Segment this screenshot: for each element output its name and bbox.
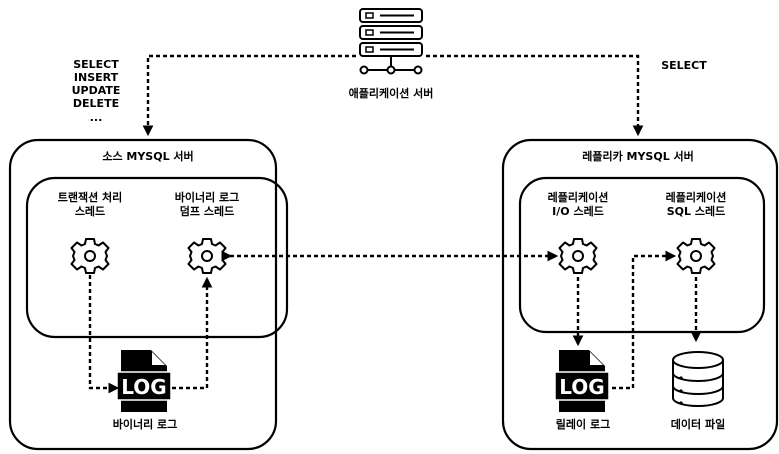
trx-to-binlog-arrow bbox=[88, 275, 120, 394]
source-thread2-line2: 덤프 스레드 bbox=[180, 204, 234, 218]
query-ellipsis: ... bbox=[90, 111, 103, 124]
binlog-to-dump-arrow bbox=[172, 276, 213, 390]
binary-log-file-icon: LOG bbox=[116, 349, 172, 413]
binary-log-label: 바이너리 로그 bbox=[113, 417, 178, 431]
relay-log-label: 릴레이 로그 bbox=[556, 417, 610, 431]
replica-threads-box bbox=[518, 176, 766, 334]
query-select-right: SELECT bbox=[661, 59, 707, 72]
relaylog-to-sql-arrow bbox=[612, 250, 677, 390]
source-thread1-line2: 스레드 bbox=[75, 204, 105, 218]
query-delete: DELETE bbox=[73, 97, 119, 110]
app-to-replica-arrow bbox=[426, 54, 644, 137]
gear-icon bbox=[187, 238, 227, 274]
replica-thread1-line2: I/O 스레드 bbox=[552, 204, 604, 218]
binary-log-badge: LOG bbox=[121, 375, 166, 399]
replica-thread1-line1: 레플리케이션 bbox=[548, 190, 609, 204]
source-thread1-line1: 트랜잭션 처리 bbox=[58, 190, 123, 204]
replica-thread2-line2: SQL 스레드 bbox=[667, 204, 725, 218]
query-list-left: SELECT INSERT UPDATE DELETE ... bbox=[72, 58, 121, 124]
source-server-box bbox=[8, 138, 278, 451]
replica-server-title: 레플리카 MYSQL 서버 bbox=[582, 149, 694, 163]
query-insert: INSERT bbox=[74, 71, 119, 84]
source-thread2-line1: 바이너리 로그 bbox=[175, 190, 240, 204]
query-update: UPDATE bbox=[72, 84, 121, 97]
replica-thread2-line1: 레플리케이션 bbox=[666, 190, 727, 204]
server-rack-icon bbox=[359, 8, 423, 75]
app-server-label: 애플리케이션 서버 bbox=[349, 86, 434, 100]
data-file-label: 데이터 파일 bbox=[671, 417, 725, 431]
relay-log-badge: LOG bbox=[559, 375, 604, 399]
replica-server-box bbox=[501, 138, 779, 451]
source-server-title: 소스 MYSQL 서버 bbox=[102, 149, 193, 163]
query-select: SELECT bbox=[73, 58, 119, 71]
gear-icon bbox=[70, 238, 110, 274]
gear-icon bbox=[676, 238, 716, 274]
app-to-source-arrow bbox=[142, 54, 356, 137]
database-icon bbox=[672, 351, 724, 407]
gear-icon bbox=[558, 238, 598, 274]
relay-log-file-icon: LOG bbox=[554, 349, 610, 413]
